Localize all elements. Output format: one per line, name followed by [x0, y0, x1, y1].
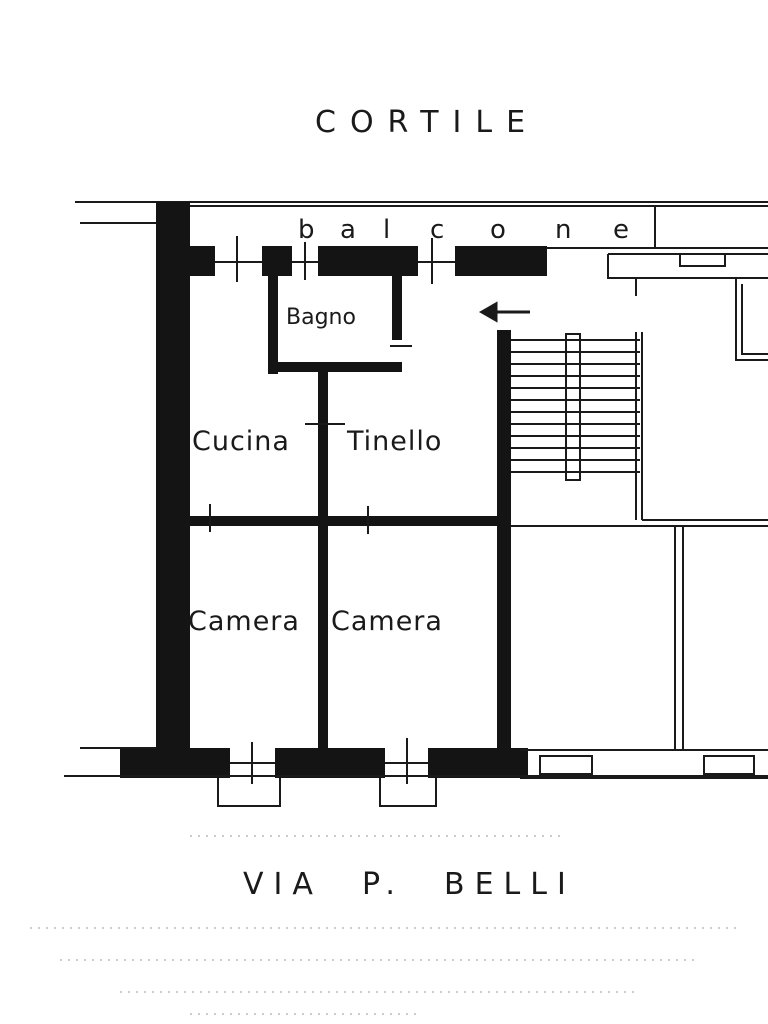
entrance-arrow-icon — [478, 301, 530, 323]
wall-partition-horizontal — [185, 516, 505, 526]
room-label-bedroom-right: Camera — [331, 606, 443, 637]
balcony-letter: e — [613, 215, 629, 245]
wall-partition-vertical — [318, 372, 328, 750]
wall-top — [318, 246, 418, 276]
wall-bathroom-right — [392, 270, 402, 340]
wall-bottom — [120, 748, 230, 778]
courtyard-label: CORTILE — [315, 105, 539, 140]
balcony-letter: a — [340, 215, 356, 245]
wall-bottom — [428, 748, 528, 778]
scan-noise — [30, 835, 740, 1015]
balcony-outline — [75, 201, 768, 249]
room-label-bathroom: Bagno — [286, 305, 356, 330]
wall-partition-right — [497, 330, 511, 750]
wall-bathroom-left — [268, 270, 278, 374]
staircase — [511, 332, 643, 520]
balcony-letter: c — [430, 215, 444, 245]
wall-bottom — [275, 748, 385, 778]
room-label-dining: Tinello — [346, 426, 442, 457]
street-label: VIA P. BELLI — [243, 867, 576, 902]
neighbour-outline — [511, 253, 768, 779]
balcony-letter: o — [490, 215, 506, 245]
walls — [120, 202, 547, 778]
wall-top — [185, 246, 215, 276]
balcony-letter: b — [298, 215, 315, 245]
balcony-letter: l — [383, 215, 390, 245]
room-label-kitchen: Cucina — [192, 426, 290, 457]
wall-top — [455, 246, 547, 276]
wall-bathroom-bottom — [268, 362, 402, 372]
balcony-letter: n — [555, 215, 571, 245]
balcony-label: b a l c o n e — [298, 215, 629, 245]
window-sills — [217, 778, 437, 807]
wall-left — [156, 202, 190, 758]
street-line — [64, 747, 768, 777]
room-label-bedroom-left: Camera — [188, 606, 300, 637]
